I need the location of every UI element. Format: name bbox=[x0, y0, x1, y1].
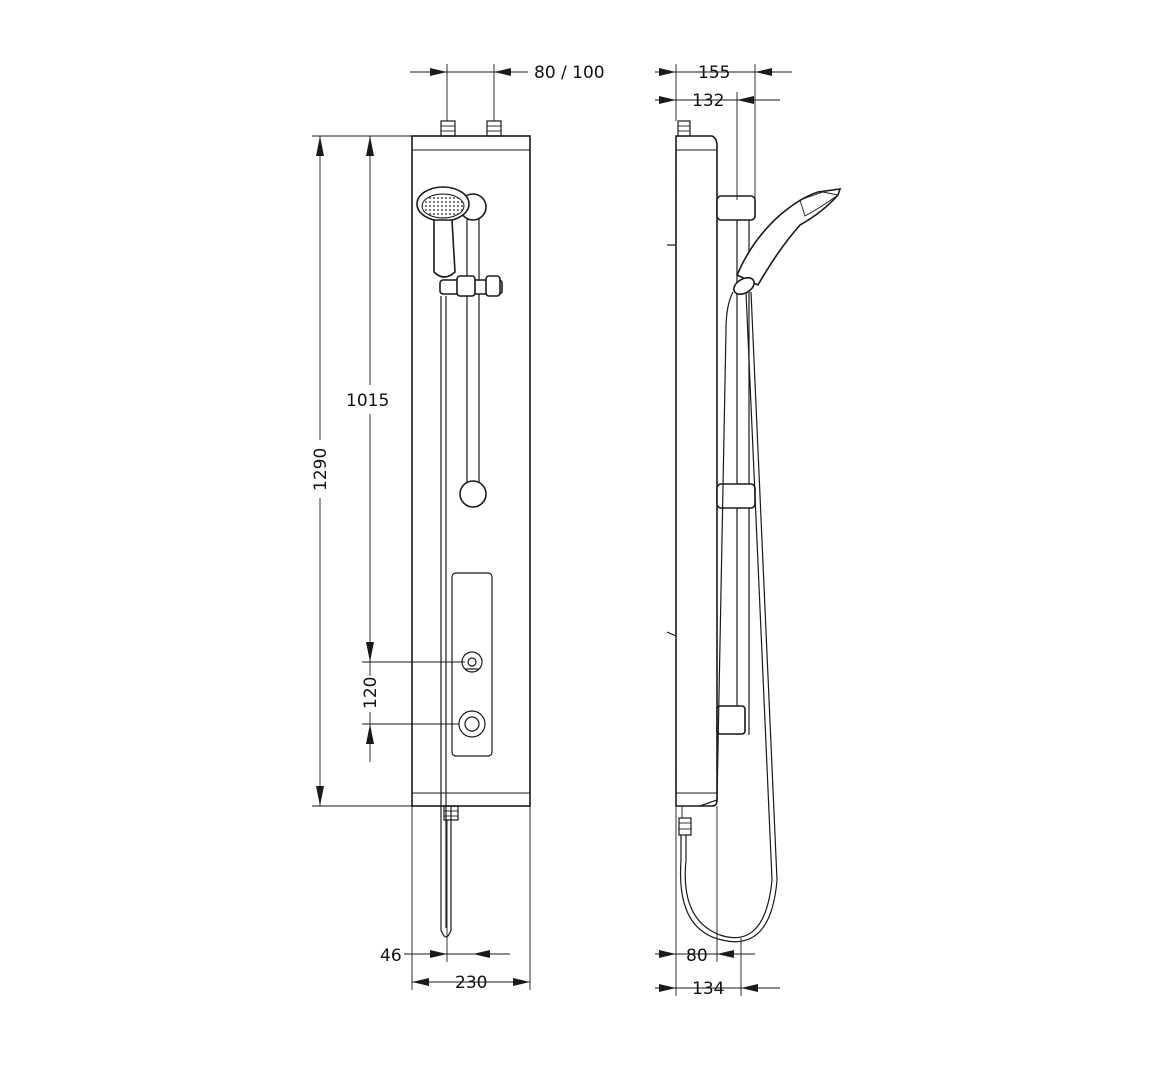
side-view bbox=[666, 120, 842, 943]
front-hose bbox=[440, 296, 452, 938]
dim-control-spacing: 120 bbox=[361, 677, 381, 709]
dim-side-outlet-depth: 80 bbox=[686, 946, 708, 966]
side-hose-upper bbox=[699, 291, 734, 807]
side-bottom-outlet bbox=[678, 806, 692, 836]
dim-side-total-depth: 134 bbox=[692, 979, 724, 999]
dimension-lines bbox=[312, 64, 792, 996]
side-inlet bbox=[677, 120, 691, 137]
front-inlet-right bbox=[486, 120, 502, 137]
front-view bbox=[411, 120, 531, 938]
front-shower-head bbox=[416, 186, 470, 278]
dim-front-width: 230 bbox=[455, 973, 487, 993]
front-bottom-outlet bbox=[443, 805, 459, 821]
dim-side-rail-depth: 132 bbox=[692, 91, 724, 111]
dim-side-top-depth: 155 bbox=[698, 63, 730, 83]
side-hose-loop-outer bbox=[679, 291, 778, 943]
side-knob-lower bbox=[666, 631, 677, 637]
front-inlet-left bbox=[440, 120, 456, 137]
side-panel-body bbox=[675, 135, 718, 807]
side-shower-head bbox=[733, 188, 842, 295]
dim-inlet-spacing: 80 / 100 bbox=[534, 63, 605, 83]
side-hose-loop bbox=[684, 291, 773, 939]
side-rail bbox=[716, 195, 756, 735]
dim-total-height: 1290 bbox=[311, 448, 331, 491]
dim-rail-height: 1015 bbox=[346, 391, 389, 411]
front-slider-holder bbox=[439, 275, 503, 297]
dim-outlet-offset: 46 bbox=[380, 946, 402, 966]
front-panel-body bbox=[411, 135, 531, 807]
